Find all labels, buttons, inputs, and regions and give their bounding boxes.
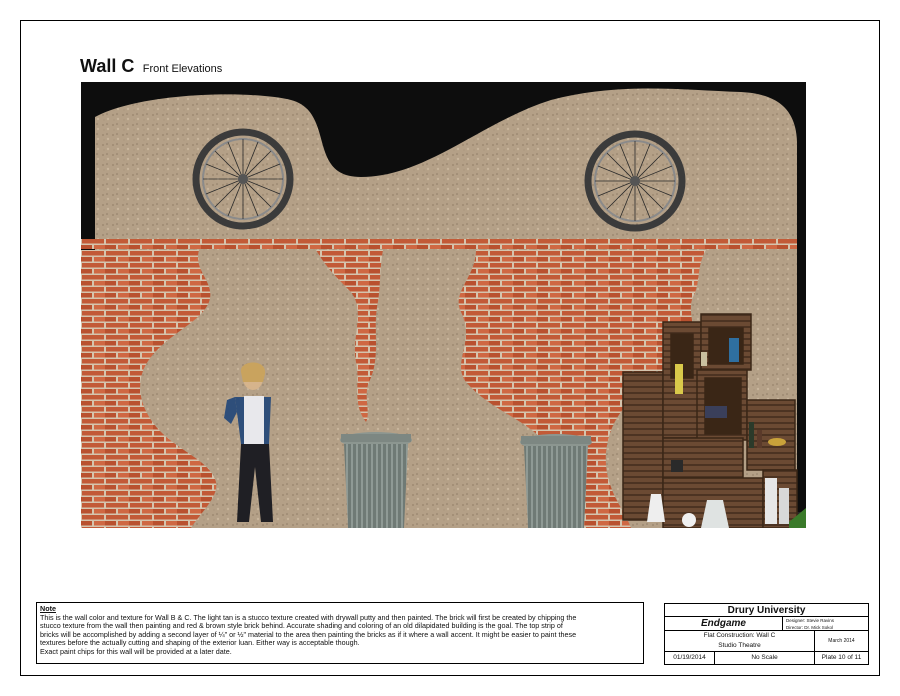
note-line: stucco texture from the wall then painti… bbox=[40, 621, 563, 631]
designer-credit: Designer: Stevie Ravins bbox=[786, 618, 835, 623]
director-credit: Director: Dr. Mick Sokol bbox=[786, 625, 834, 630]
drawing-info-row: Flat Construction: Wall C Studio Theatre… bbox=[665, 631, 868, 652]
drawing-sheet-border bbox=[20, 20, 880, 676]
drawing-scale: No Scale bbox=[715, 652, 815, 664]
brick-patch-left bbox=[81, 250, 217, 528]
title-block: Drury University Endgame Designer: Stevi… bbox=[664, 603, 869, 665]
drawing-date: 01/19/2014 bbox=[665, 652, 715, 664]
show-row: Endgame Designer: Stevie Ravins Director… bbox=[665, 617, 868, 631]
revision-date: March 2014 bbox=[828, 638, 855, 644]
stucco-wall bbox=[95, 88, 797, 528]
brick-patch-right bbox=[458, 250, 706, 528]
trash-can-left bbox=[340, 432, 412, 528]
note-box: Note This is the wall color and texture … bbox=[36, 602, 644, 664]
plate-row: 01/19/2014 No Scale Plate 10 of 11 bbox=[665, 652, 868, 664]
brick-patch-center bbox=[316, 250, 383, 422]
brick-accent-strip bbox=[81, 239, 797, 249]
note-line: This is the wall color and texture for W… bbox=[40, 612, 577, 622]
trash-can-right bbox=[520, 434, 592, 528]
title-sub: Front Elevations bbox=[142, 63, 223, 75]
title-main: Wall C bbox=[80, 56, 135, 76]
note-line: textures before the actually cutting and… bbox=[40, 638, 360, 648]
university-name: Drury University bbox=[665, 604, 868, 617]
drawing-info: Flat Construction: Wall C Studio Theatre bbox=[665, 631, 815, 652]
crate-props bbox=[647, 338, 806, 528]
note-label: Note bbox=[40, 604, 56, 613]
credits: Designer: Stevie Ravins Director: Dr. Mi… bbox=[783, 617, 868, 631]
wall-elevation-render bbox=[81, 82, 806, 528]
note-line: Exact paint chips for this wall will be … bbox=[40, 646, 232, 656]
plate-number: Plate 10 of 11 bbox=[821, 654, 862, 661]
venue-name: Studio Theatre bbox=[718, 642, 761, 649]
scale-figure bbox=[224, 362, 273, 522]
wall-elevation-svg bbox=[81, 82, 806, 528]
show-name: Endgame bbox=[665, 617, 783, 631]
bicycle-wheel-right bbox=[584, 130, 686, 232]
drawing-title: Wall C Front Elevations bbox=[80, 56, 222, 77]
drawing-name: Flat Construction: Wall C bbox=[703, 632, 776, 639]
bicycle-wheel-left bbox=[192, 128, 294, 230]
note-line: bricks will be accomplished by adding a … bbox=[40, 629, 577, 639]
